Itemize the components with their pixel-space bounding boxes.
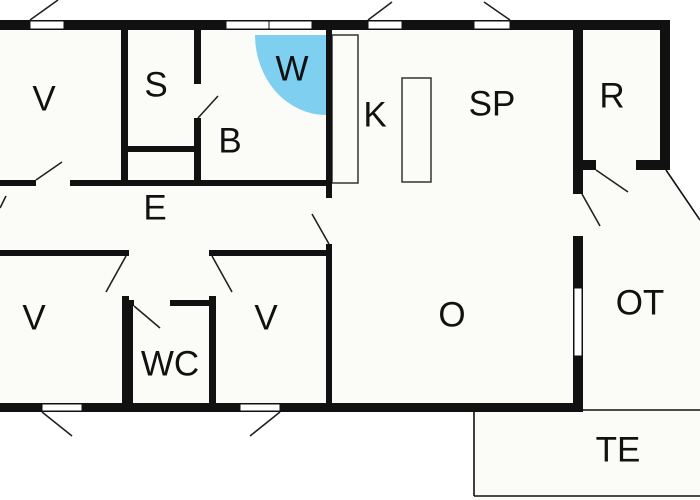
room-labels: V S W B K SP R E V WC V O OT TE — [22, 49, 664, 469]
door-swing-bottom-left — [41, 411, 73, 437]
window-bottom-middle — [239, 403, 281, 412]
door-gap-bedroom-bottom-left — [121, 256, 130, 296]
door-gap-technical — [596, 159, 636, 171]
window-top-kitchen — [367, 20, 403, 30]
kitchen-island — [401, 77, 432, 183]
wall-middle-bedroom-left — [209, 250, 216, 408]
door-gap-living-hall — [325, 198, 333, 244]
door-swing-bedroom-top-left — [35, 161, 63, 181]
wall-left-bedroom-right — [122, 250, 129, 408]
wall-upper-rooms-bottom — [0, 180, 332, 186]
room-label-bathroom: B — [218, 121, 241, 160]
room-label-storage: S — [144, 65, 167, 104]
terrace-outlines — [473, 169, 700, 497]
door-gap-entrance — [0, 186, 4, 250]
whirlpool-tub — [255, 35, 326, 115]
door-swing-bottom-middle — [249, 411, 281, 437]
window-top-1 — [29, 20, 65, 30]
covered-terrace-floor — [581, 168, 700, 412]
door-swing-technical — [595, 169, 629, 193]
window-top-dining — [473, 20, 511, 30]
wall-lower-rooms-top-left — [0, 250, 128, 256]
room-label-living: O — [438, 295, 465, 334]
door-swing-bathroom — [197, 95, 219, 119]
door-swing-entrance — [0, 195, 7, 209]
wall-technical-right — [660, 20, 670, 170]
room-label-entrance: E — [143, 188, 166, 227]
door-swing-top-dining — [483, 1, 511, 21]
window-bottom-left — [41, 403, 83, 412]
room-label-bedroom-bottom-left: V — [22, 298, 46, 337]
door-swing-living-hall — [311, 213, 330, 245]
terrace-floor — [474, 412, 700, 500]
wall-lower-rooms-top-right — [211, 250, 332, 256]
room-label-toilet: WC — [141, 344, 199, 383]
wall-s-left — [121, 30, 128, 185]
room-label-bedroom-top-left: V — [32, 79, 56, 118]
door-swing-east — [581, 193, 601, 227]
wall-wc-left — [126, 300, 133, 408]
wall-bottom — [0, 403, 583, 412]
windows — [29, 20, 583, 412]
door-openings — [0, 84, 636, 307]
door-gap-bathroom — [193, 84, 202, 118]
room-label-whirlpool: W — [275, 49, 308, 88]
door-swing-bedroom-bottom-middle — [211, 255, 233, 293]
door-swings — [0, 0, 629, 437]
room-label-terrace: TE — [596, 430, 641, 469]
room-label-kitchen: K — [363, 95, 386, 134]
door-gap-wc — [134, 299, 170, 307]
door-swing-wc — [133, 305, 161, 329]
door-gap-bedroom-top-left — [36, 179, 70, 187]
room-label-bedroom-bottom-middle: V — [254, 298, 278, 337]
door-swing-bedroom-bottom-left — [105, 255, 127, 293]
covered-terrace-diagonal — [665, 169, 700, 221]
wall-s-bottom — [121, 146, 201, 152]
room-label-technical: R — [599, 76, 624, 115]
window-east-living — [573, 287, 583, 357]
floor-areas — [0, 24, 700, 500]
technical-room-floor — [581, 24, 666, 164]
wall-technical-top — [575, 20, 670, 30]
room-label-covered-terrace: OT — [616, 283, 665, 322]
door-gap-east — [572, 194, 584, 236]
door-swing-top-left — [29, 0, 59, 21]
door-gap-bedroom-bottom-middle — [208, 256, 217, 296]
door-swing-top-kitchen — [367, 1, 393, 21]
room-label-dining: SP — [469, 84, 516, 123]
